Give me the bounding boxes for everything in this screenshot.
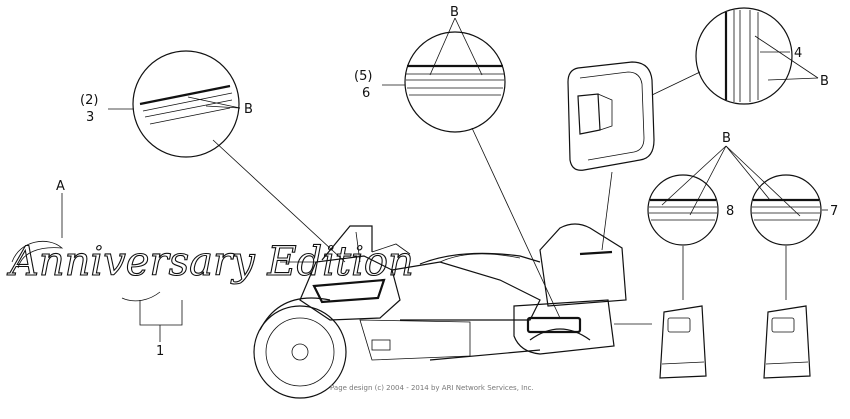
leader-b-4-a [754, 35, 819, 79]
label-b-circle-5-6: B [450, 5, 459, 20]
motorcycle-illustration [253, 223, 627, 399]
saddlebag-stripe [526, 316, 582, 334]
label-item-7: 7 [830, 204, 838, 219]
anniversary-edition-emblem: Anniversary Edition [5, 238, 414, 302]
leader-b-7-a [725, 145, 771, 201]
saddlebag-panel-left [659, 305, 707, 379]
footer-credit-line: Page design (c) 2004 - 2014 by ARI Netwo… [330, 384, 534, 392]
label-b-circles-7-8: B [722, 131, 731, 146]
detail-circle-stripe-4 [695, 7, 793, 105]
detail-circle-stripe-8 [647, 174, 719, 246]
detail-circle-stripe-5-6 [404, 31, 506, 133]
leader-line-trunk-to-circle-4 [651, 71, 701, 96]
label-item-6: 6 [362, 86, 370, 101]
fairing-stripe [312, 278, 386, 304]
label-item-1: 1 [156, 344, 164, 359]
emblem-script-text: Anniversary Edition [6, 239, 414, 285]
leader-b-5-6-right [454, 17, 483, 76]
leader-b-8-a [661, 145, 727, 206]
leader-b-7-b [725, 145, 801, 217]
label-b-circle-2-3: B [244, 102, 253, 117]
label-item-5: (5) [354, 69, 372, 84]
leader-b-4-b [767, 77, 819, 81]
label-item-2: (2) [80, 93, 98, 108]
label-item-3: 3 [86, 110, 94, 125]
label-a: A [56, 179, 65, 194]
leader-line-circle-2-3-to-fairing [212, 139, 346, 263]
detail-circle-stripe-2-3 [132, 50, 241, 158]
label-b-circle-4: B [820, 74, 829, 89]
saddlebag-panel-right [763, 305, 811, 379]
leader-line-circle-5-6-to-saddlebag [471, 127, 561, 319]
leader-b-8-b [689, 145, 727, 216]
bracket-item-1 [139, 300, 183, 326]
label-item-4: 4 [794, 46, 802, 61]
leader-b-5-6-left [429, 17, 456, 76]
trunk-lid-panel [567, 61, 655, 171]
label-item-8: 8 [726, 204, 734, 219]
detail-circle-stripe-7 [750, 174, 822, 246]
